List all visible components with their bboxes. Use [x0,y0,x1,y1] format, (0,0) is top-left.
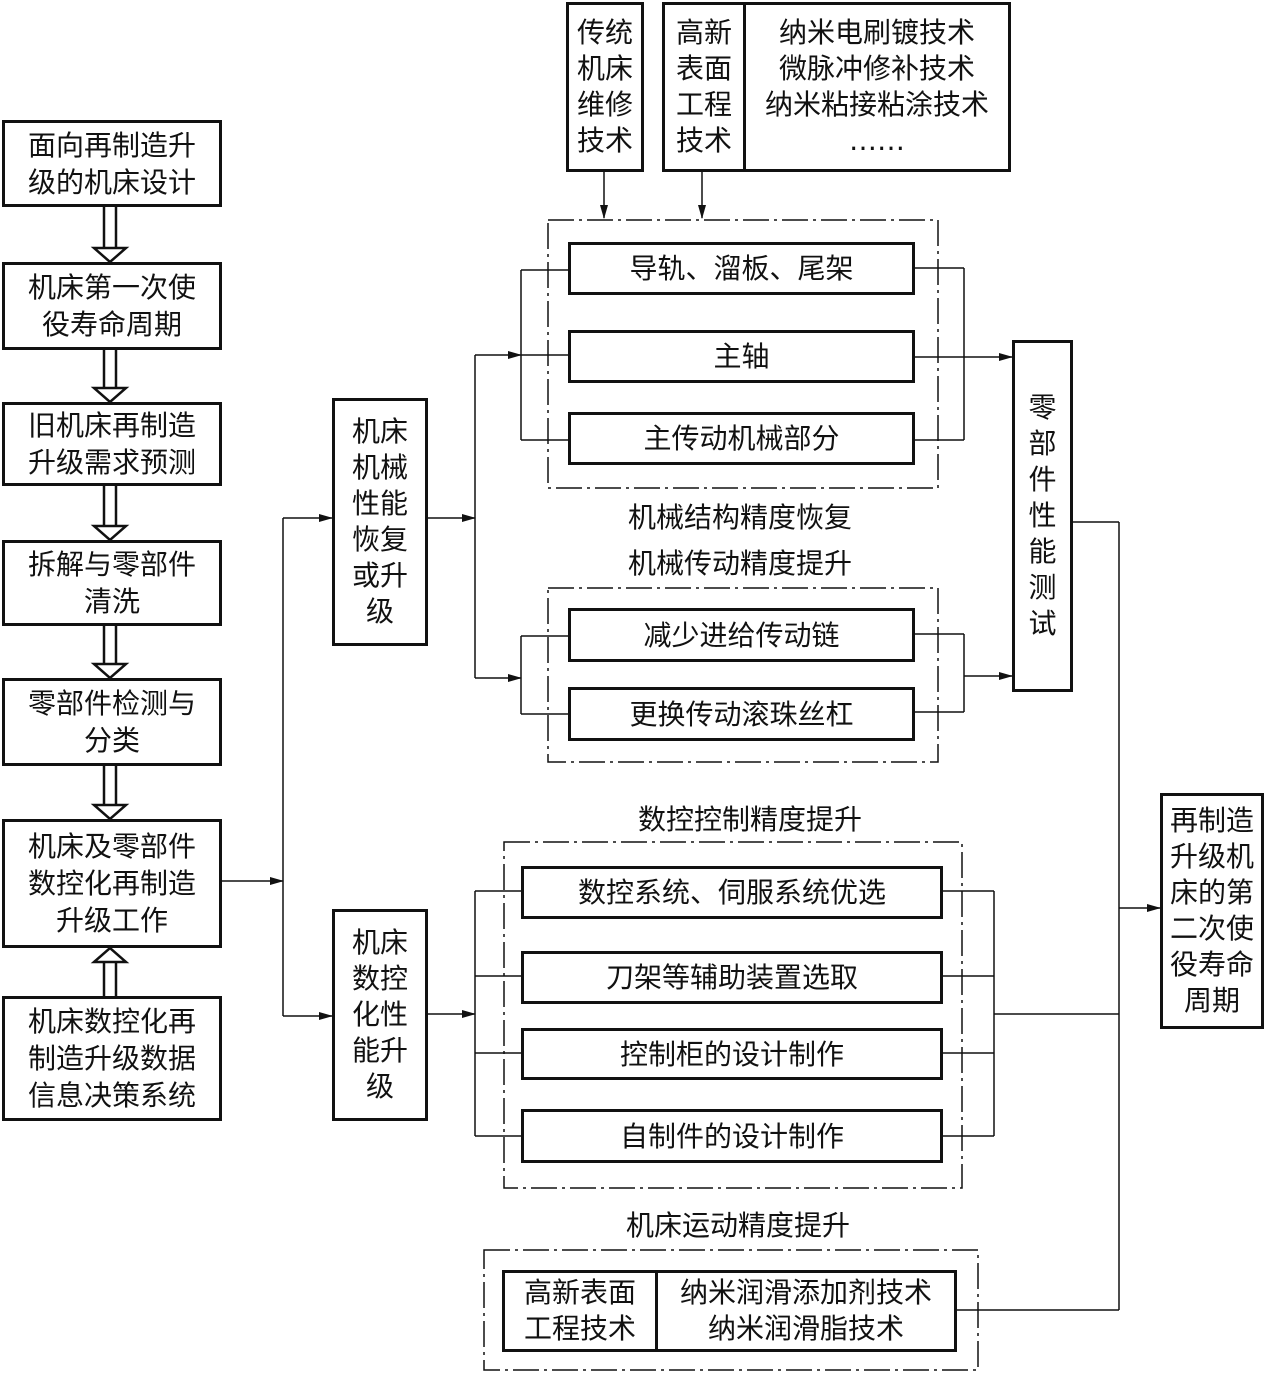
traditional-repair-box: 传统 机床 维修 技术 [566,2,644,172]
double-arrow-1-head [90,246,130,264]
caption-mech-structure: 机械结构精度恢复 [627,501,852,534]
item-main-drive: 主传动机械部分 [568,412,915,465]
cnc-performance-box: 机床 数控 化性 能升 级 [332,909,428,1121]
caption-motion: 机床运动精度提升 [625,1209,850,1242]
item-reduce-feed-chain: 减少进给传动链 [568,608,915,662]
motion-nano-lubrication-box: 纳米润滑添加剂技术 纳米润滑脂技术 [655,1270,957,1352]
double-arrow-5-head [90,803,130,821]
item-cnc-servo: 数控系统、伺服系统优选 [521,866,943,919]
component-test-box: 零 部 件 性 能 测 试 [1012,340,1073,692]
decision-system-box: 机床数控化再 制造升级数据 信息决策系统 [2,996,222,1121]
chain-step-1: 面向再制造升 级的机床设计 [2,120,222,207]
chain-step-4: 拆解与零部件 清洗 [2,540,222,626]
dashdot-groups [483,219,979,1371]
item-guide-rail: 导轨、溜板、尾架 [568,242,915,295]
item-custom-parts: 自制件的设计制作 [521,1109,943,1163]
item-spindle: 主轴 [568,330,915,383]
chain-step-6: 机床及零部件 数控化再制造 升级工作 [2,819,222,948]
double-arrow-3-head [90,524,130,542]
double-arrow-2-head [90,386,130,404]
group-cnc [503,841,963,1189]
chain-step-5: 零部件检测与 分类 [2,678,222,766]
item-ball-screw: 更换传动滚珠丝杠 [568,687,915,741]
item-control-cabinet: 控制柜的设计制作 [521,1028,943,1080]
group-mech-structure [547,219,939,489]
mech-performance-box: 机床 机械 性能 恢复 或升 级 [332,398,428,646]
caption-mech-transmission: 机械传动精度提升 [627,547,852,580]
tech-list-box: 纳米电刷镀技术 微脉冲修补技术 纳米粘接粘涂技术 …… [743,2,1011,172]
chain-step-3: 旧机床再制造 升级需求预测 [2,402,222,486]
chain-double-arrows [90,207,130,996]
motion-hightech-box: 高新表面 工程技术 [502,1270,658,1352]
caption-cnc: 数控控制精度提升 [637,803,862,836]
double-arrow-up-head [90,946,130,964]
chain-step-2: 机床第一次使 役寿命周期 [2,262,222,350]
group-mech-transmission [547,587,939,763]
hightech-surface-box: 高新 表面 工程 技术 [662,2,746,172]
double-arrow-4-head [90,662,130,680]
item-tool-holder: 刀架等辅助装置选取 [521,951,943,1004]
second-service-life-box: 再制造 升级机 床的第 二次使 役寿命 周期 [1160,793,1264,1029]
